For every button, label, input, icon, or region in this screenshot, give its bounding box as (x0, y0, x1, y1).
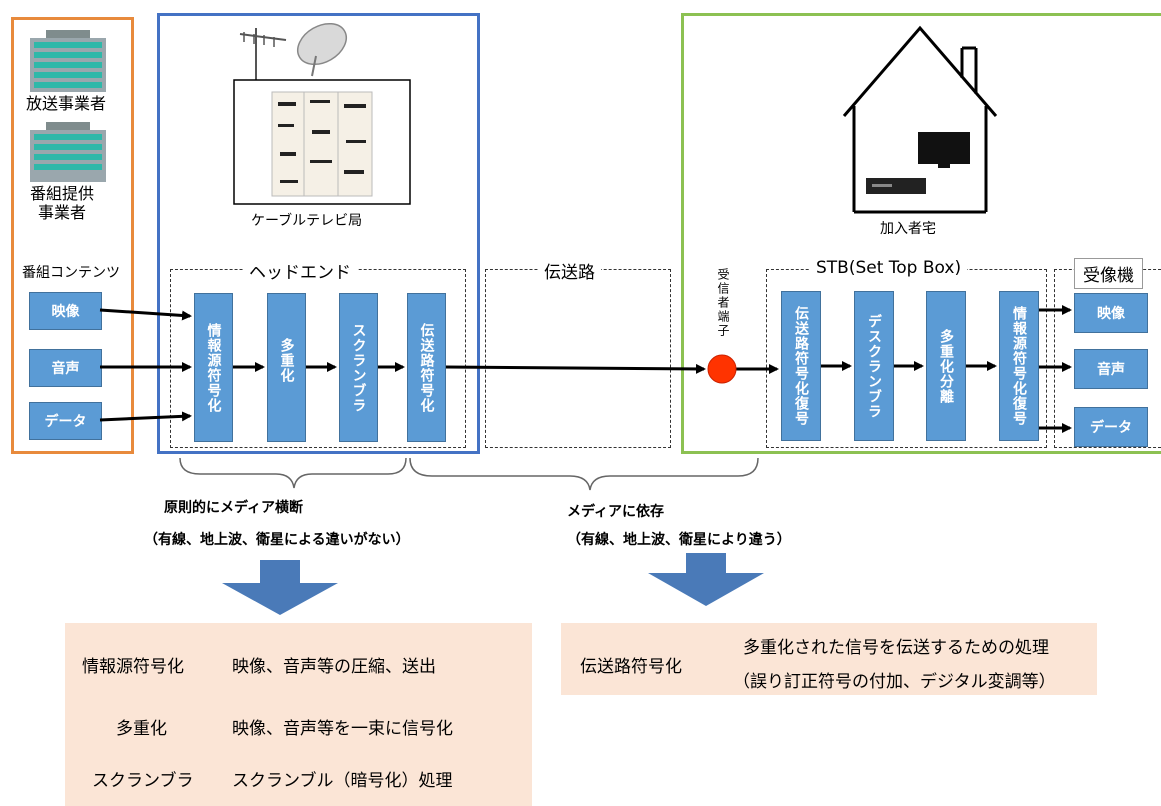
broadcaster-building-icon (30, 30, 106, 92)
annotation-right-line1: メディアに依存 (567, 504, 665, 520)
arrow-data-in (99, 411, 192, 422)
annotation-left-line1: 原則的にメディア横断 (164, 500, 304, 516)
note-desc-channel-coding-2: （誤り訂正符号の付加、デジタル変調等） (733, 672, 1056, 692)
station-label: ケーブルテレビ局 (251, 213, 363, 229)
note-desc-scrambler: スクランブル（暗号化）処理 (232, 771, 453, 791)
note-desc-channel-coding-1: 多重化された信号を伝送するための処理 (743, 638, 1049, 658)
output-audio: 音声 (1074, 349, 1148, 389)
input-video: 映像 (29, 292, 102, 330)
output-data: データ (1074, 407, 1148, 447)
input-data: データ (29, 402, 102, 440)
stb-block-source-decoding: 情報源符号化復号 (999, 291, 1039, 441)
stb-block-descrambler: デスクランブラ (854, 291, 894, 441)
provider-label-line1: 番組提供 (30, 184, 95, 203)
arrow-transmission (445, 363, 706, 374)
output-video: 映像 (1074, 293, 1148, 333)
note-term-scrambler: スクランブラ (92, 771, 194, 791)
annotation-left-line2: （有線、地上波、衛星による違いがない） (144, 532, 410, 548)
note-term-channel-coding: 伝送路符号化 (580, 657, 682, 677)
annotation-right-line2: （有線、地上波、衛星により違う） (567, 532, 791, 548)
down-arrow-right-icon (648, 553, 764, 606)
block-multiplexing: 多重化 (267, 293, 306, 442)
down-arrow-left-icon (222, 560, 338, 615)
broadcaster-label: 放送事業者 (26, 94, 107, 113)
content-provider-frame (11, 17, 134, 454)
input-audio: 音声 (29, 349, 102, 387)
cable-station-frame (157, 13, 480, 454)
arrow-video-in (99, 308, 192, 321)
notes-right-box (561, 623, 1097, 695)
block-source-coding: 情報源符号化 (194, 293, 233, 442)
brace-right (409, 457, 759, 491)
terminal-label: 受信者端子 (716, 268, 730, 338)
provider-building-icon (30, 122, 106, 182)
notes-left-box (65, 623, 532, 806)
cable-station-icon (233, 22, 411, 205)
contents-label: 番組コンテンツ (22, 265, 120, 281)
transmission-label: 伝送路 (538, 258, 601, 283)
note-term-source-coding: 情報源符号化 (82, 657, 184, 677)
receiver-terminal-icon (707, 354, 737, 384)
stb-block-channel-decoding: 伝送路符号化復号 (781, 291, 821, 441)
receiver-label: 受像機 (1074, 258, 1143, 289)
home-label: 加入者宅 (880, 221, 936, 237)
block-scrambler: スクランブラ (339, 293, 378, 442)
stb-label: STB(Set Top Box) (810, 258, 968, 278)
house-icon (842, 25, 998, 214)
stb-block-demultiplexing: 多重化分離 (926, 291, 966, 441)
brace-left (179, 457, 407, 489)
provider-label-line2: 事業者 (38, 203, 87, 222)
block-channel-coding: 伝送路符号化 (407, 293, 446, 442)
note-desc-multiplexing: 映像、音声等を一束に信号化 (232, 719, 453, 739)
headend-label: ヘッドエンド (243, 258, 357, 283)
note-desc-source-coding: 映像、音声等の圧縮、送出 (232, 657, 436, 677)
subscriber-home-frame (681, 13, 1161, 454)
note-term-multiplexing: 多重化 (116, 719, 167, 739)
